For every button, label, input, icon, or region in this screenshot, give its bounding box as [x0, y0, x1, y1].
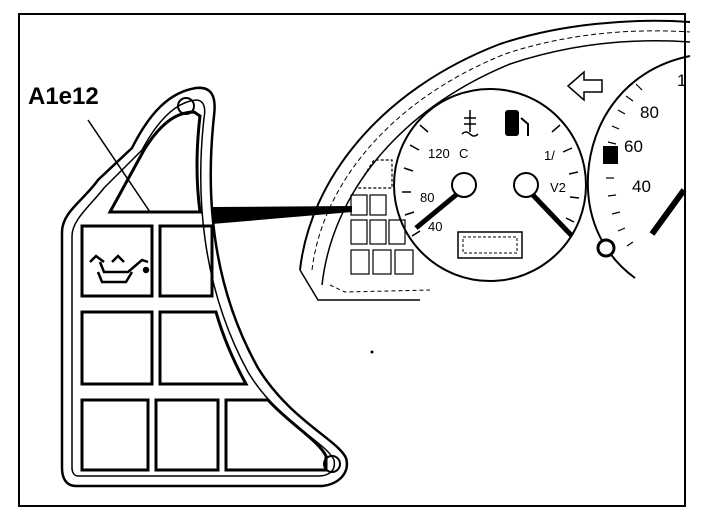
- brake-warning-light-icon: [603, 146, 618, 164]
- temp-tick-c: C: [459, 146, 468, 161]
- fuel-mark-half: 1/: [544, 148, 555, 163]
- temperature-needle-hub: [451, 172, 477, 198]
- warning-light-panel-detail: [60, 86, 349, 488]
- callout-leader-line: [87, 119, 151, 213]
- speedometer-needle: [649, 188, 687, 236]
- fuel-needle-hub: [513, 172, 539, 198]
- figure-frame: [18, 13, 686, 507]
- temp-tick-80: 80: [420, 190, 434, 205]
- fuel-mark-v2: V2: [550, 180, 566, 195]
- temp-fuel-gauge: 120 C 80 40 1/ V2: [393, 88, 587, 282]
- callout-label: A1e12: [28, 83, 99, 110]
- odometer-window: [457, 231, 523, 259]
- speed-tick-80: 80: [640, 103, 659, 122]
- temperature-needle: [414, 188, 464, 230]
- speed-tick-1: 1: [677, 71, 686, 90]
- coolant-temperature-icon: [461, 110, 479, 137]
- oil-can-icon: [89, 254, 150, 284]
- speed-tick-60: 60: [624, 137, 643, 156]
- mount-hole-bottom: [323, 455, 341, 473]
- turn-signal-left-arrow-icon: [566, 70, 603, 102]
- speed-tick-40: 40: [632, 177, 651, 196]
- temp-tick-40: 40: [428, 219, 442, 234]
- leader-wedge: [212, 206, 352, 224]
- fuel-pump-icon: [505, 110, 529, 136]
- temp-tick-120: 120: [428, 146, 450, 161]
- fuel-needle: [528, 190, 574, 238]
- trip-reset-knob: [596, 238, 616, 258]
- mount-hole-top: [177, 97, 195, 115]
- dash-warning-panel: [350, 159, 414, 275]
